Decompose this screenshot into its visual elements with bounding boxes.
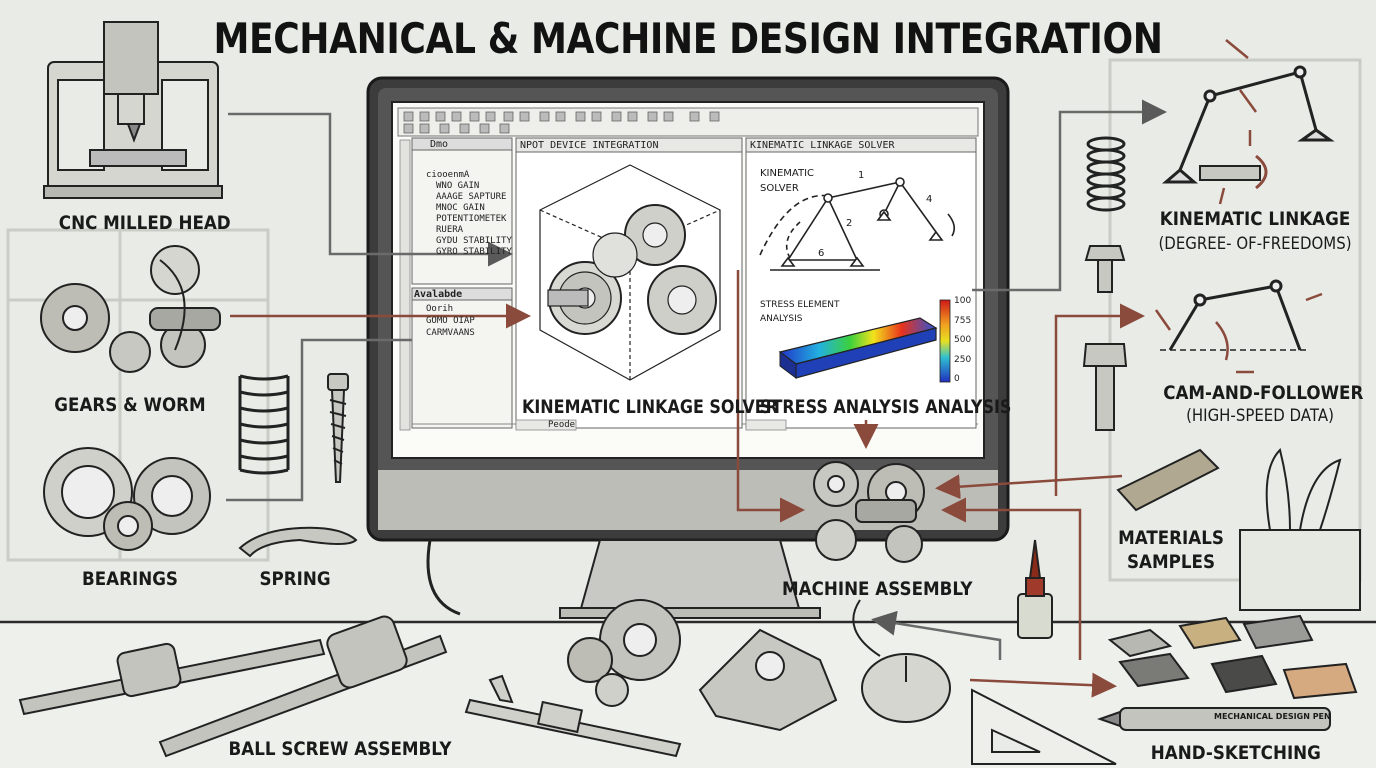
right-panel-caption: STRESS ANALYSIS ANALYSIS <box>760 396 1012 418</box>
stress-beam <box>778 299 951 383</box>
label-kinematic: KINEMATIC LINKAGE <box>1159 208 1351 230</box>
tree-item[interactable]: GYDU STABILITY <box>436 236 512 246</box>
tree-item[interactable]: POTENTIOMETEK <box>436 214 507 224</box>
linkage-sketch <box>759 177 956 271</box>
machine-assembly-illustration <box>813 461 925 563</box>
label-spring: SPRING <box>259 568 331 590</box>
dropper-bottle-illustration <box>1017 539 1053 639</box>
gears-illustration <box>40 245 221 373</box>
label-cnc: CNC MILLED HEAD <box>58 212 231 234</box>
spring-illustration <box>238 374 290 475</box>
triangle-ruler-illustration <box>971 688 1117 765</box>
tree-item[interactable]: ciooenmA <box>426 170 470 180</box>
label-cam: CAM-AND-FOLLOWER <box>1163 382 1364 404</box>
tree-item[interactable]: WNO GAIN <box>436 181 480 191</box>
solver-label: KINEMATIC SOLVER <box>760 168 815 194</box>
colorbar-tick-label: 250 <box>954 354 972 365</box>
mouse-illustration <box>852 599 951 723</box>
colorbar-tick-label: 100 <box>954 296 972 306</box>
label-kinematic-sub: (DEGREE- OF-FREEDOMS) <box>1158 234 1352 254</box>
app-toolbar <box>397 107 979 137</box>
label-sketching: HAND-SKETCHING <box>1150 742 1321 764</box>
colorbar-tick-label: 500 <box>954 335 972 345</box>
cnc-machine-illustration <box>43 21 223 199</box>
spring-coil-illustration <box>1086 136 1126 212</box>
tree-item[interactable]: AAAGE SAPTURE <box>436 192 507 202</box>
left-panel-header: Dmo <box>430 139 449 150</box>
plant-illustration <box>1239 448 1361 611</box>
lower-list-item[interactable]: GOMO OIAP <box>426 316 475 326</box>
gear-box-render <box>539 164 721 381</box>
page-title: MECHANICAL & MACHINE DESIGN INTEGRATION <box>213 14 1163 63</box>
lower-panel-header: Avalabde <box>414 289 463 300</box>
label-ballscrew: BALL SCREW ASSEMBLY <box>228 738 452 760</box>
screw-illustration <box>327 373 349 483</box>
pen-text: MECHANICAL DESIGN PEN <box>1214 712 1331 721</box>
link-number-1: 1 <box>858 170 865 181</box>
status-left: Peode <box>548 420 576 430</box>
right-panel-frame <box>745 137 977 429</box>
cam-follower-illustration <box>1154 279 1323 374</box>
tree-item[interactable]: GYRO STABILITY <box>436 247 512 257</box>
lower-list-item[interactable]: CARMVAANS <box>426 328 475 338</box>
material-samples-illustration <box>1107 448 1358 700</box>
center-panel-header: NPOT DEVICE INTEGRATION <box>520 140 659 151</box>
stress-label: STRESS ELEMENT ANALYSIS <box>760 300 840 324</box>
caliper-illustration <box>464 674 682 758</box>
bolt-illustration <box>1082 245 1128 431</box>
center-panel-caption: KINEMATIC LINKAGE SOLVER <box>522 396 778 418</box>
flow-arrows <box>226 99 1167 698</box>
link-number-4: 4 <box>926 194 933 205</box>
bearings-illustration <box>43 447 211 551</box>
label-cam-sub: (HIGH-SPEED DATA) <box>1186 406 1334 426</box>
colorbar-tick-label: 755 <box>954 315 972 326</box>
bracket-illustration <box>698 628 838 732</box>
label-gears: GEARS & WORM <box>54 394 206 416</box>
planetary-gear-illustration <box>567 599 681 707</box>
pen-illustration <box>1096 707 1331 731</box>
leaf-spring-illustration <box>238 526 358 558</box>
link-number-2: 2 <box>846 218 853 229</box>
tree-item[interactable]: RUERA <box>436 225 464 235</box>
ball-screws-illustration <box>18 615 448 758</box>
colorbar-tick-label: 0 <box>954 374 960 384</box>
right-panel-header: KINEMATIC LINKAGE SOLVER <box>750 140 895 151</box>
kinematic-linkage-illustration <box>1161 39 1335 205</box>
label-assembly: MACHINE ASSEMBLY <box>782 578 973 600</box>
link-number-6: 6 <box>818 248 825 259</box>
label-bearings: BEARINGS <box>82 568 178 590</box>
label-materials: MATERIALS SAMPLES <box>1118 527 1224 573</box>
tree-item[interactable]: MNOC GAIN <box>436 203 485 213</box>
lower-list-item[interactable]: Oorih <box>426 304 454 314</box>
